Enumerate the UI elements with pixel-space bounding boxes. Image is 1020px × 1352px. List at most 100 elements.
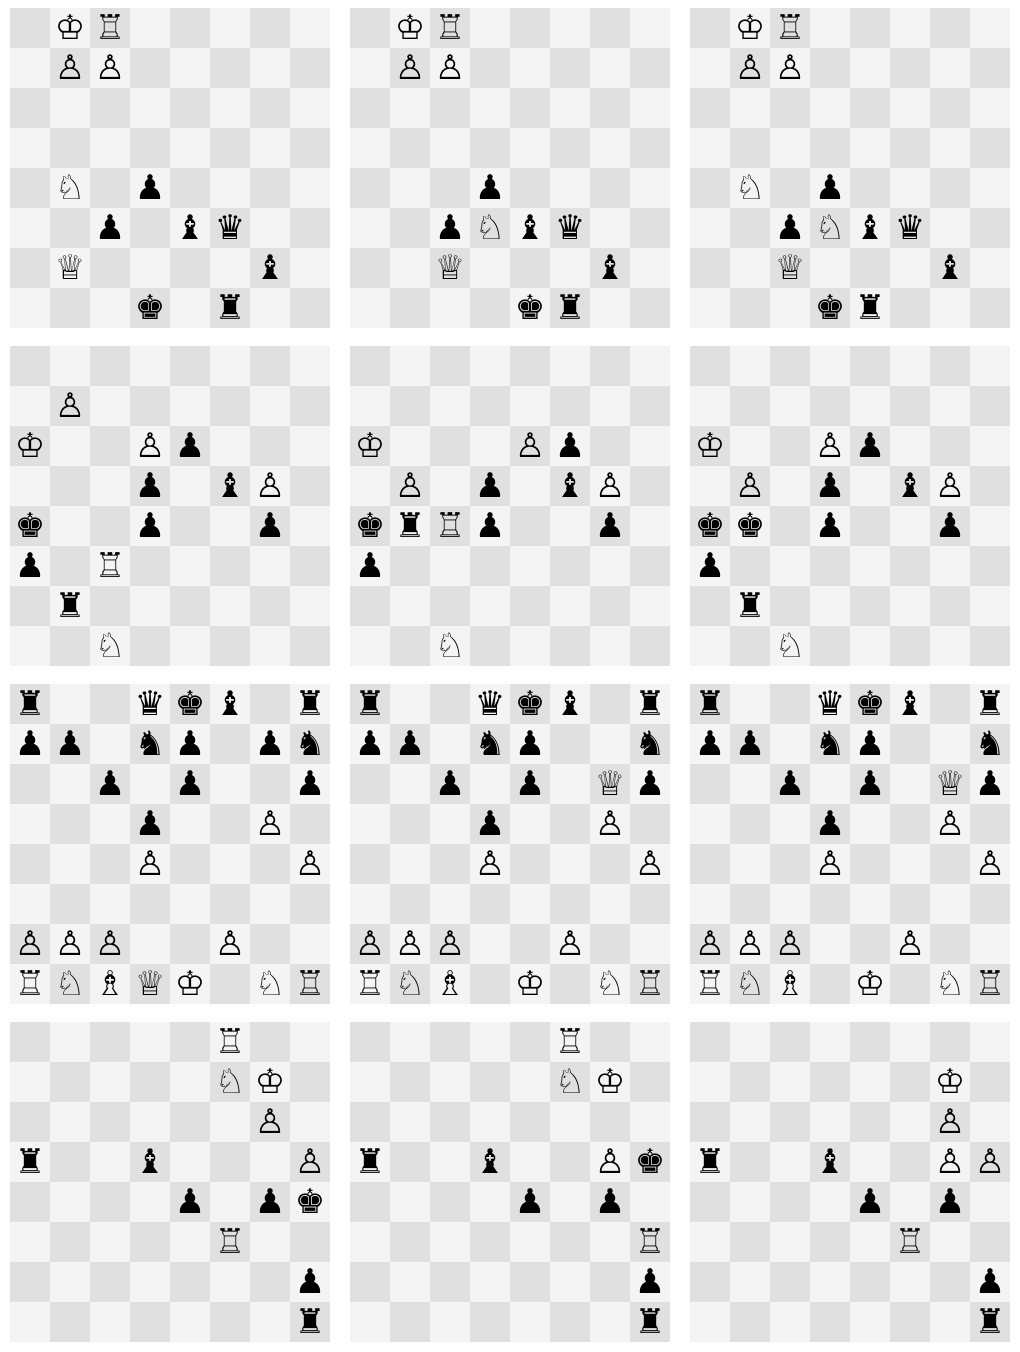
board-square[interactable] [430,346,470,386]
board-square[interactable] [130,586,170,626]
board-square[interactable] [50,1182,90,1222]
board-square[interactable] [390,1022,430,1062]
board-square[interactable] [170,844,210,884]
board-square[interactable] [430,1102,470,1142]
board-square[interactable] [970,586,1010,626]
board-square[interactable] [10,386,50,426]
board-square[interactable] [170,466,210,506]
black-pawn-icon[interactable]: ♟ [174,1182,206,1222]
black-pawn-icon[interactable]: ♟ [514,724,546,764]
board-square[interactable] [770,248,810,288]
board-square[interactable] [430,288,470,328]
black-pawn-icon[interactable]: ♟ [774,208,806,248]
board-square[interactable] [890,546,930,586]
board-square[interactable] [890,1142,930,1182]
board-square[interactable] [810,208,850,248]
board-square[interactable] [350,586,390,626]
board-square[interactable] [770,8,810,48]
board-square[interactable] [350,1102,390,1142]
board-square[interactable] [730,1262,770,1302]
black-pawn-icon[interactable]: ♟ [814,804,846,844]
board-square[interactable] [890,386,930,426]
board-square[interactable] [90,426,130,466]
black-bishop-icon[interactable]: ♝ [814,1142,846,1182]
board-square[interactable] [970,1102,1010,1142]
board-square[interactable] [970,248,1010,288]
board-square[interactable] [770,884,810,924]
board-square[interactable] [590,586,630,626]
board-square[interactable] [510,1262,550,1302]
board-square[interactable] [170,884,210,924]
board-square[interactable] [890,586,930,626]
board-square[interactable] [470,884,510,924]
board-square[interactable] [730,964,770,1004]
board-square[interactable] [890,248,930,288]
black-rook-icon[interactable]: ♜ [974,1302,1006,1342]
black-bishop-icon[interactable]: ♝ [134,1142,166,1182]
board-square[interactable] [690,1302,730,1342]
board-square[interactable] [970,964,1010,1004]
white-pawn-icon[interactable]: ♙ [294,1142,326,1182]
board-square[interactable] [170,1222,210,1262]
board-square[interactable] [170,924,210,964]
board-square[interactable] [50,208,90,248]
board-square[interactable] [730,626,770,666]
board-square[interactable] [250,1142,290,1182]
board-square[interactable] [810,924,850,964]
board-square[interactable] [550,1022,590,1062]
board-square[interactable] [890,1222,930,1262]
white-king-icon[interactable]: ♔ [594,1062,626,1102]
board-square[interactable] [770,1102,810,1142]
board-square[interactable] [930,88,970,128]
board-square[interactable] [510,1142,550,1182]
board-square[interactable] [130,426,170,466]
board-square[interactable] [810,1262,850,1302]
board-square[interactable] [390,1262,430,1302]
board-square[interactable] [90,128,130,168]
board-square[interactable] [350,346,390,386]
board-square[interactable] [290,626,330,666]
board-square[interactable] [730,844,770,884]
board-square[interactable] [890,724,930,764]
board-square[interactable] [850,626,890,666]
white-queen-icon[interactable]: ♕ [934,764,966,804]
board-square[interactable] [210,844,250,884]
board-square[interactable] [170,1182,210,1222]
board-square[interactable] [850,924,890,964]
board-square[interactable] [10,884,50,924]
board-square[interactable] [690,208,730,248]
black-king-icon[interactable]: ♚ [814,288,846,328]
board-square[interactable] [290,8,330,48]
board-square[interactable] [810,48,850,88]
board-square[interactable] [890,168,930,208]
white-knight-icon[interactable]: ♘ [214,1062,246,1102]
board-square[interactable] [770,88,810,128]
board-square[interactable] [130,8,170,48]
board-square[interactable] [470,1022,510,1062]
board-square[interactable] [50,466,90,506]
board-square[interactable] [970,724,1010,764]
board-square[interactable] [810,1222,850,1262]
black-rook-icon[interactable]: ♜ [294,684,326,724]
board-square[interactable] [550,764,590,804]
board-square[interactable] [550,1142,590,1182]
white-rook-icon[interactable]: ♖ [554,1022,586,1062]
board-square[interactable] [470,128,510,168]
black-rook-icon[interactable]: ♜ [294,1302,326,1342]
board-square[interactable] [970,208,1010,248]
black-queen-icon[interactable]: ♛ [894,208,926,248]
board-square[interactable] [90,1102,130,1142]
board-square[interactable] [550,884,590,924]
white-pawn-icon[interactable]: ♙ [434,924,466,964]
board-square[interactable] [390,386,430,426]
black-pawn-icon[interactable]: ♟ [134,168,166,208]
white-pawn-icon[interactable]: ♙ [394,466,426,506]
board-square[interactable] [390,626,430,666]
board-square[interactable] [50,1062,90,1102]
board-square[interactable] [50,506,90,546]
board-square[interactable] [130,1062,170,1102]
board-square[interactable] [850,386,890,426]
board-square[interactable] [850,684,890,724]
board-square[interactable] [850,764,890,804]
board-square[interactable] [250,964,290,1004]
